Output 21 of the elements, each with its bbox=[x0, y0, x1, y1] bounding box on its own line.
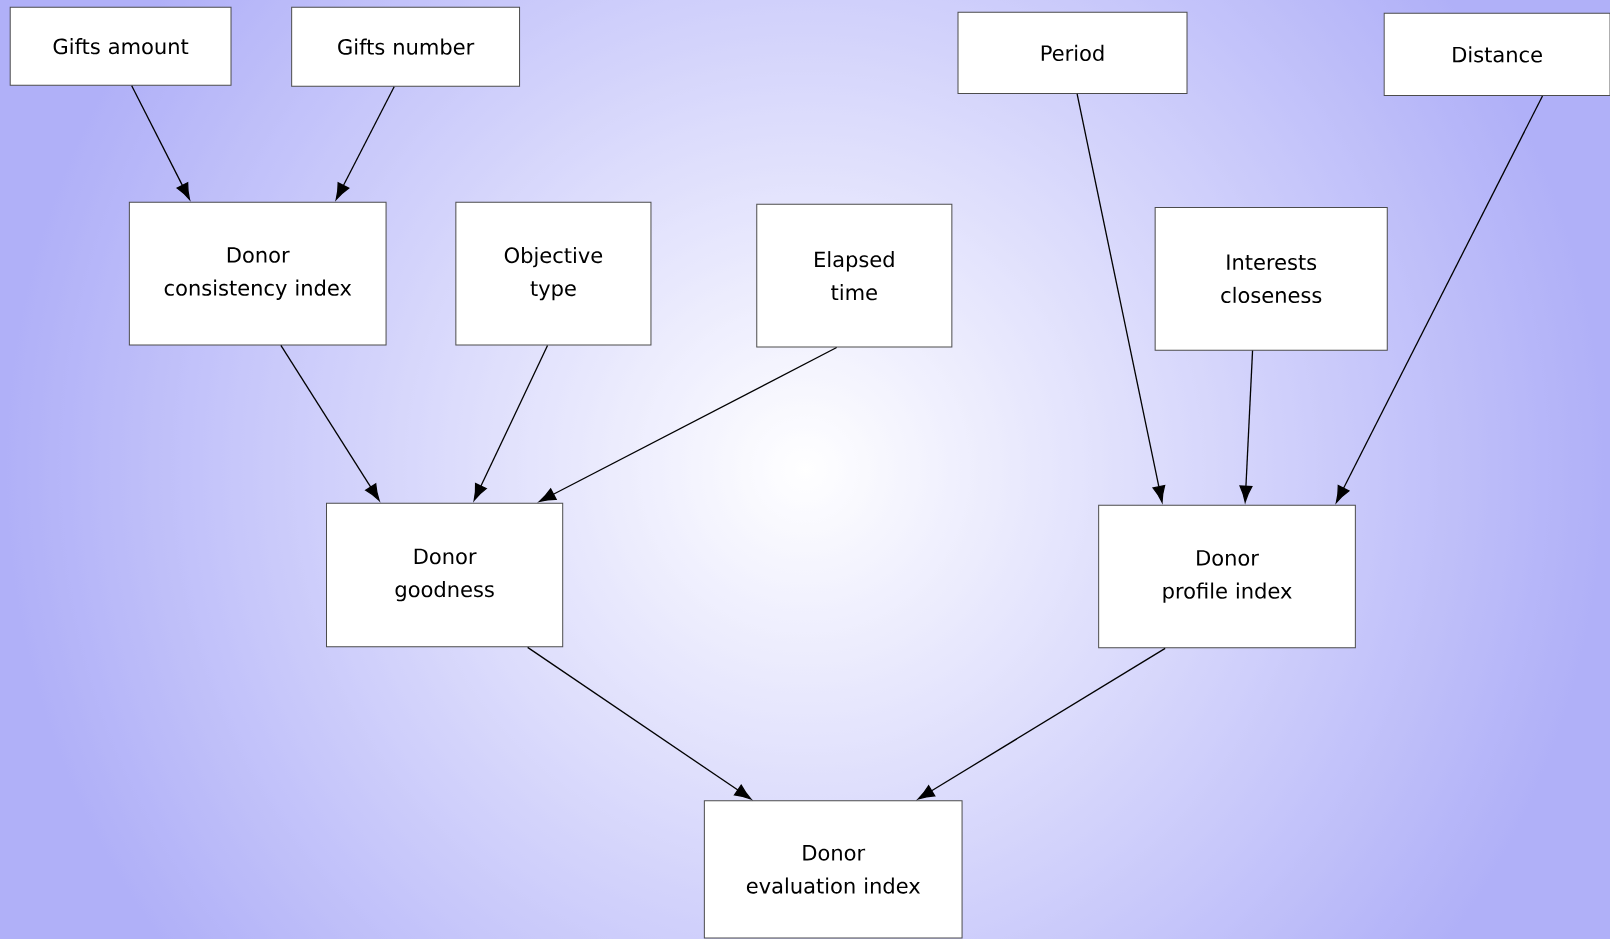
text-box: Distance bbox=[1383, 12, 1610, 96]
arrow bbox=[538, 346, 838, 503]
arrow bbox=[335, 86, 395, 200]
arrow bbox=[131, 85, 191, 200]
text-box: Donor profile index bbox=[1098, 504, 1356, 649]
arrow bbox=[917, 647, 1166, 800]
text-box: Objective type bbox=[455, 201, 652, 346]
arrow bbox=[280, 344, 380, 501]
text-box: Interests closeness bbox=[1154, 206, 1388, 351]
arrow bbox=[473, 344, 549, 501]
text-box: Gifts number bbox=[291, 6, 521, 87]
text-box: Period bbox=[957, 11, 1188, 94]
arrow bbox=[1239, 350, 1254, 503]
arrow bbox=[1335, 95, 1544, 503]
text-box: Elapsed time bbox=[756, 203, 953, 348]
text-box: Donor goodness bbox=[326, 502, 564, 648]
text-box: Gifts amount bbox=[9, 6, 232, 86]
text-box: Donor consistency index bbox=[128, 201, 387, 346]
arrow bbox=[1076, 93, 1166, 503]
text-box: Donor evaluation index bbox=[703, 800, 963, 939]
arrow bbox=[527, 646, 752, 800]
